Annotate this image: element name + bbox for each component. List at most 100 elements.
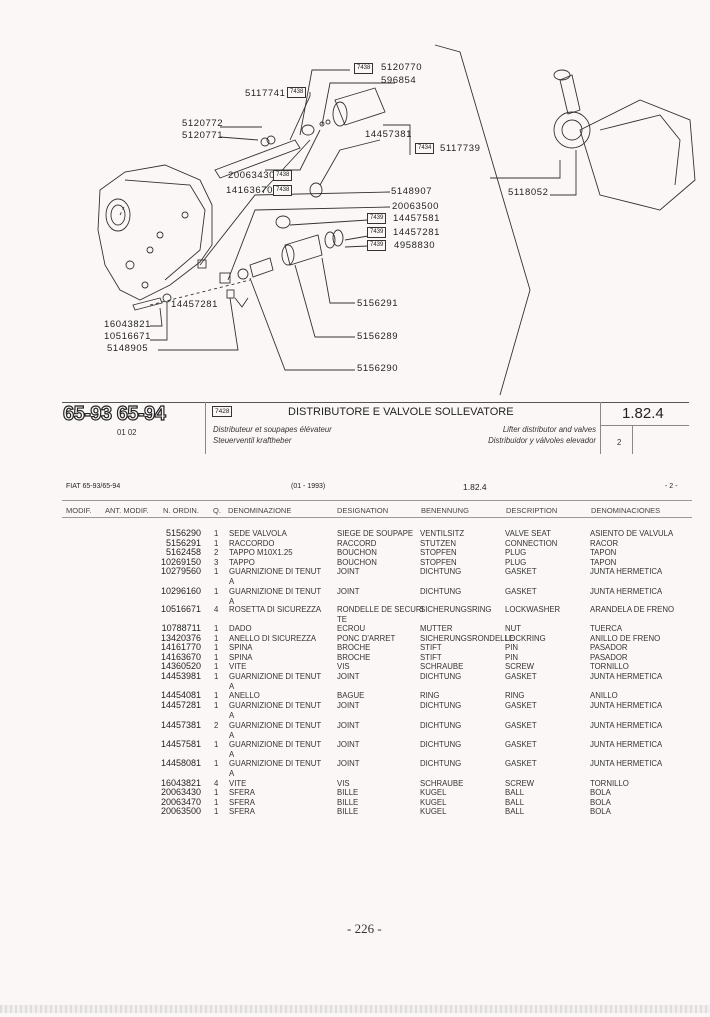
designation: BAGUE <box>337 691 365 700</box>
section-number: 1.82.4 <box>622 405 664 422</box>
description: SCREW <box>505 662 535 671</box>
designation: BILLE <box>337 788 359 797</box>
ref-box: 7438 <box>287 87 307 98</box>
denominazione: SFERA <box>229 788 255 797</box>
page-sub: 2 <box>617 438 622 447</box>
benennung: RING <box>420 691 440 700</box>
denominazione: SFERA <box>229 798 255 807</box>
part-number: 10279560 <box>160 566 201 576</box>
part-label: 5156291 <box>357 298 399 309</box>
benennung: STIFT <box>420 653 442 662</box>
quantity: 4 <box>214 605 219 614</box>
quantity: 2 <box>214 721 219 730</box>
denominaciones: BOLA <box>590 798 611 807</box>
denominazione: SPINA <box>229 643 253 652</box>
part-label: 5120772 <box>182 118 224 129</box>
part-number: 14457281 <box>160 700 201 710</box>
header-rule <box>62 500 692 501</box>
denominaciones: TAPON <box>590 548 617 557</box>
divider <box>205 402 206 454</box>
title-english: Lifter distributor and valves <box>502 425 596 434</box>
quantity: 1 <box>214 539 219 548</box>
part-number: 14458081 <box>160 758 201 768</box>
quantity: 1 <box>214 529 219 538</box>
part-number: 14457581 <box>160 739 201 749</box>
part-label: 5120771 <box>182 130 224 141</box>
page-number: - 226 - <box>347 921 382 936</box>
denominaciones: ARANDELA DE FRENO <box>590 605 675 614</box>
scan-edge <box>0 1005 710 1013</box>
part-number: 10788711 <box>161 623 201 633</box>
description: BALL <box>505 788 525 797</box>
denominazione: TAPPO M10X1.25 <box>229 548 293 557</box>
description: GASKET <box>505 701 537 710</box>
title-ref-box: 7428 <box>212 406 233 417</box>
part-label: 16043821 <box>104 319 152 330</box>
header-rule <box>62 517 692 518</box>
quantity: 1 <box>214 624 219 633</box>
quantity: 1 <box>214 691 219 700</box>
part-label: 14163670 <box>226 185 274 196</box>
description: PLUG <box>505 548 527 557</box>
designation: JOINT <box>337 740 360 749</box>
denominazione: ANELLO DI SICUREZZA <box>229 634 317 643</box>
quantity: 1 <box>214 643 219 652</box>
part-label: 14457381 <box>365 129 413 140</box>
title-french: Distributeur et soupapes élévateur <box>213 425 332 434</box>
quantity: 1 <box>214 653 219 662</box>
part-label: 14457581 <box>393 213 441 224</box>
designation: VIS <box>337 779 350 788</box>
denominaciones: JUNTA HERMETICA <box>590 721 663 730</box>
benennung: STOPFEN <box>420 558 457 567</box>
benennung: SICHERUNGSRING <box>420 605 492 614</box>
designation: RACCORD <box>337 539 377 548</box>
denominaciones: ASIENTO DE VALVULA <box>590 529 674 538</box>
denominazione: GUARNIZIONE DI TENUT A <box>229 701 322 720</box>
part-number: 16043821 <box>160 778 201 788</box>
description: GASKET <box>505 567 537 576</box>
denominazione: SFERA <box>229 807 255 816</box>
list-model: FIAT 65-93/65-94 <box>66 483 121 490</box>
description: BALL <box>505 807 525 816</box>
part-label: 5156290 <box>357 363 399 374</box>
designation: BROCHE <box>337 653 371 662</box>
list-date: (01 - 1993) <box>291 483 326 490</box>
ref-box: 7439 <box>367 227 387 238</box>
benennung: SICHERUNGSRONDELLE <box>420 634 515 643</box>
part-label: 4958830 <box>394 240 436 251</box>
part-label: 5117741 <box>245 88 286 99</box>
denominaciones: JUNTA HERMETICA <box>590 740 663 749</box>
part-number: 14161770 <box>160 642 201 652</box>
col-header-benennung: BENENNUNG <box>421 506 469 515</box>
ref-box: 7438 <box>273 185 293 196</box>
quantity: 1 <box>214 798 219 807</box>
description: PIN <box>505 643 518 652</box>
denominazione: RACCORDO <box>229 539 275 548</box>
denominazione: GUARNIZIONE DI TENUT A <box>229 587 322 606</box>
part-number: 14360520 <box>160 661 201 671</box>
description: LOCKWASHER <box>505 605 561 614</box>
col-header-denominazione: DENOMINAZIONE <box>228 506 292 515</box>
description: RING <box>505 691 525 700</box>
part-number: 14453981 <box>160 671 201 681</box>
quantity: 1 <box>214 587 219 596</box>
benennung: STUTZEN <box>420 539 456 548</box>
title-top-rule <box>62 402 689 403</box>
quantity: 1 <box>214 634 219 643</box>
description: BALL <box>505 798 525 807</box>
designation: SIEGE DE SOUPAPE <box>337 529 414 538</box>
benennung: DICHTUNG <box>420 567 462 576</box>
list-section: 1.82.4 <box>463 482 487 492</box>
description: PLUG <box>505 558 527 567</box>
part-label: 596854 <box>381 75 417 86</box>
title-german: Steuerventil kraftheber <box>213 436 292 445</box>
denominaciones: TAPON <box>590 558 617 567</box>
divider <box>600 425 689 426</box>
denominazione: GUARNIZIONE DI TENUT A <box>229 672 322 691</box>
part-label: 5117739 <box>440 143 481 154</box>
benennung: SCHRAUBE <box>420 662 464 671</box>
col-header-ant-modif: ANT. MODIF. <box>105 506 149 515</box>
denominaciones: JUNTA HERMETICA <box>590 567 663 576</box>
description: GASKET <box>505 587 537 596</box>
denominaciones: TUERCA <box>590 624 623 633</box>
